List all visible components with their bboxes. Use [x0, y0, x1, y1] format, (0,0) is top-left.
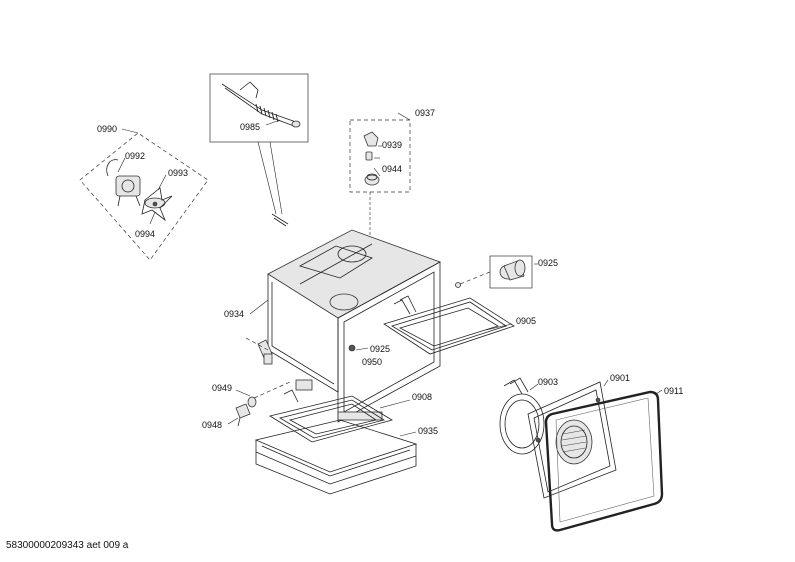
- label-0935: 0935: [418, 426, 438, 436]
- label-0908: 0908: [412, 392, 432, 402]
- label-0993: 0993: [168, 168, 188, 178]
- rear-panel-0901: [527, 379, 617, 499]
- label-0939: 0939: [382, 140, 402, 150]
- label-0990: 0990: [97, 124, 117, 134]
- oven-cavity-0934: [245, 229, 441, 423]
- label-0985: 0985: [240, 122, 260, 132]
- knob-part-0925: [455, 255, 538, 289]
- lamp-box-0937: [349, 112, 411, 252]
- label-0950: 0950: [362, 357, 382, 367]
- fan-blade-part: [141, 187, 173, 222]
- label-0948: 0948: [202, 420, 222, 430]
- label-0994: 0994: [135, 229, 155, 239]
- label-0901: 0901: [610, 373, 630, 383]
- fan-motor-part: [115, 175, 141, 207]
- label-0937: 0937: [415, 108, 435, 118]
- label-0944: 0944: [382, 164, 402, 174]
- label-0911: 0911: [664, 386, 683, 396]
- label-0934: 0934: [224, 309, 244, 319]
- label-0949: 0949: [212, 383, 232, 393]
- label-0992: 0992: [125, 151, 145, 161]
- terminal-parts-0948-0949: [227, 381, 291, 427]
- bottom-heating-element-0908: [268, 389, 411, 443]
- label-0925-top: 0925: [538, 258, 558, 268]
- label-0903: 0903: [538, 377, 558, 387]
- top-heating-element-0905: [383, 295, 515, 355]
- fan-assembly-group-0990: [79, 128, 209, 261]
- ring-heating-element-0903: [499, 377, 545, 455]
- insulation-mat-0935: [254, 419, 418, 495]
- document-reference: 58300000209343 aet 009 a: [6, 540, 129, 551]
- label-0925-side: 0925: [370, 344, 390, 354]
- label-0905: 0905: [516, 316, 536, 326]
- sensor-box-0985: [209, 73, 309, 227]
- door-seal-0911: [544, 389, 664, 532]
